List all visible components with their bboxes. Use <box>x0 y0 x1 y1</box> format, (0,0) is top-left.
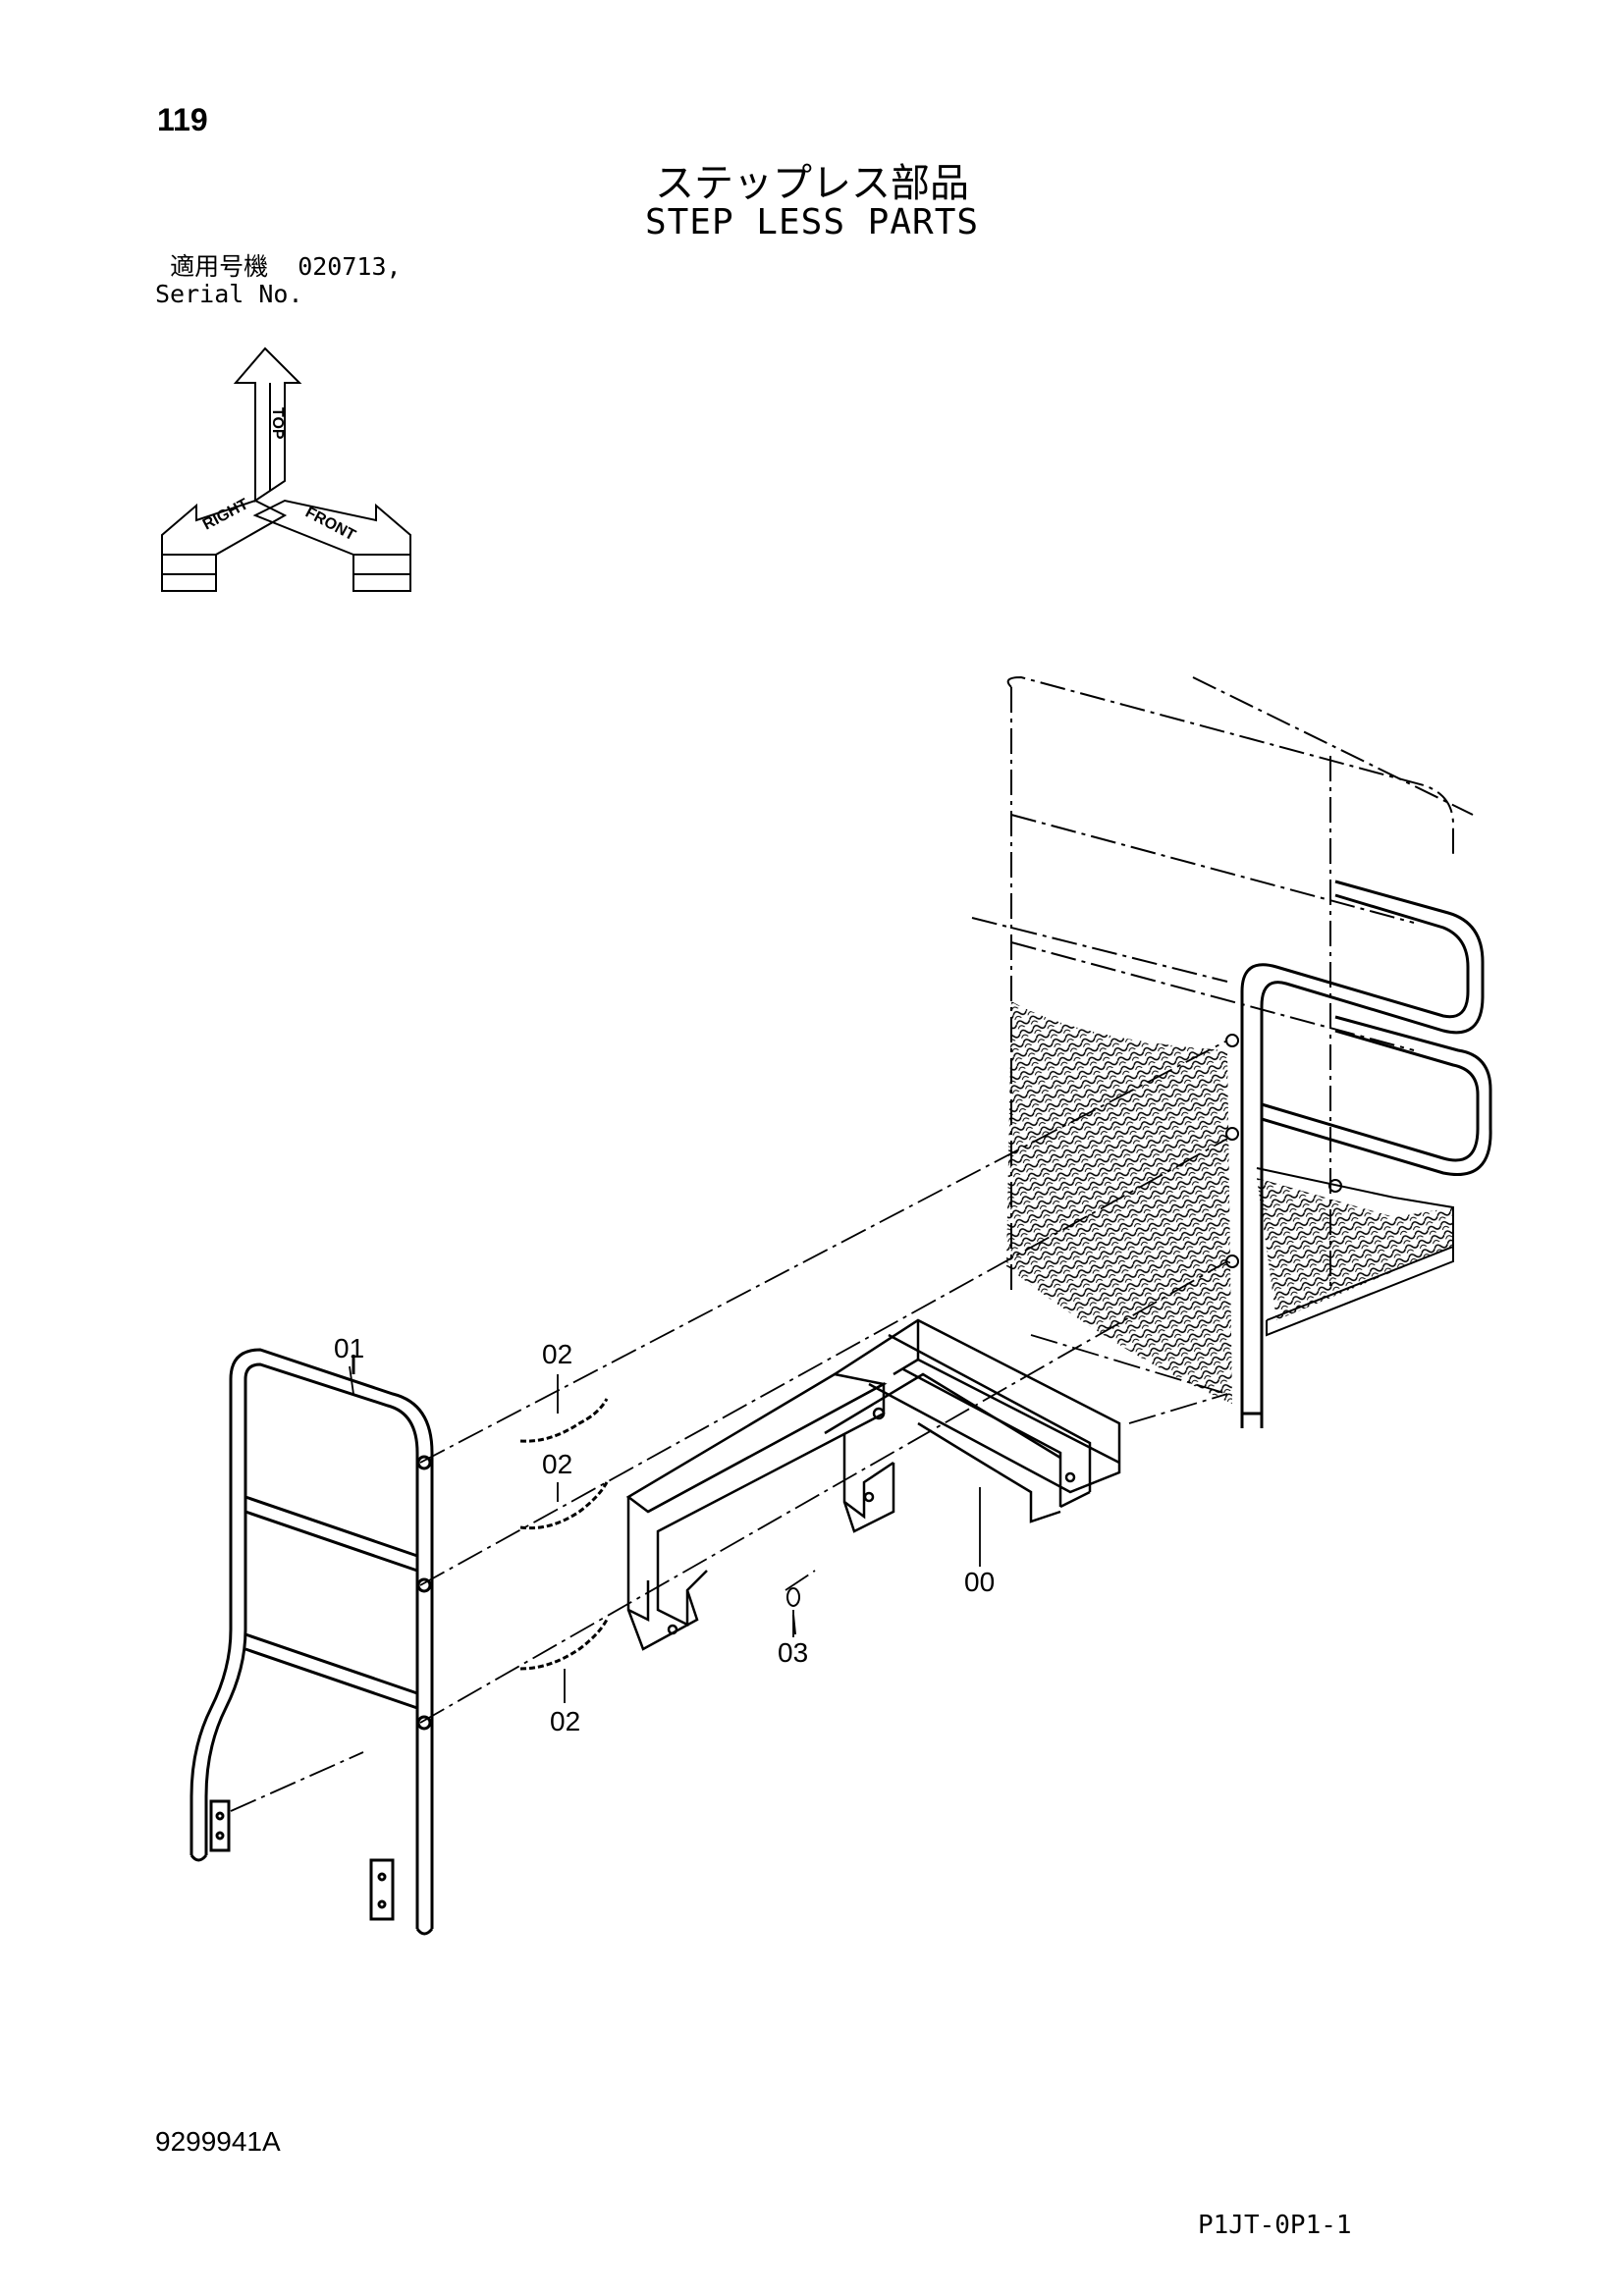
callout-01: 01 <box>334 1333 365 1363</box>
orientation-top: TOP <box>269 407 286 440</box>
machine-platform-phantom <box>971 675 1474 1296</box>
bolts <box>519 1398 609 1671</box>
assembly-lines <box>230 1040 1228 1812</box>
sheet-code: P1JT-0P1-1 <box>1198 2211 1352 2240</box>
step-bracket <box>625 1318 1121 1651</box>
callout-02-bottom: 02 <box>550 1706 581 1736</box>
pin <box>786 1587 800 1635</box>
callout-03: 03 <box>778 1637 809 1668</box>
page-number: 119 <box>157 102 208 137</box>
callout-00: 00 <box>964 1567 996 1597</box>
serial-value: 020713, <box>298 252 402 281</box>
callout-02-top: 02 <box>542 1339 573 1369</box>
serial-info: 適用号機 020713, Serial No. <box>155 253 402 308</box>
orientation-indicator: TOP RIGHT FRONT <box>161 347 411 592</box>
serial-label-en: Serial No. <box>155 280 303 308</box>
title-english: STEP LESS PARTS <box>644 202 980 242</box>
document-code: 9299941A <box>155 2126 281 2157</box>
handrail-existing <box>1240 880 1492 1428</box>
handrail-new <box>189 1348 434 1936</box>
callout-02-middle: 02 <box>542 1449 573 1479</box>
title-japanese: ステップレス部品 <box>655 161 969 206</box>
serial-label-jp: 適用号機 <box>170 252 269 281</box>
grating-mesh <box>1006 1001 1232 1404</box>
